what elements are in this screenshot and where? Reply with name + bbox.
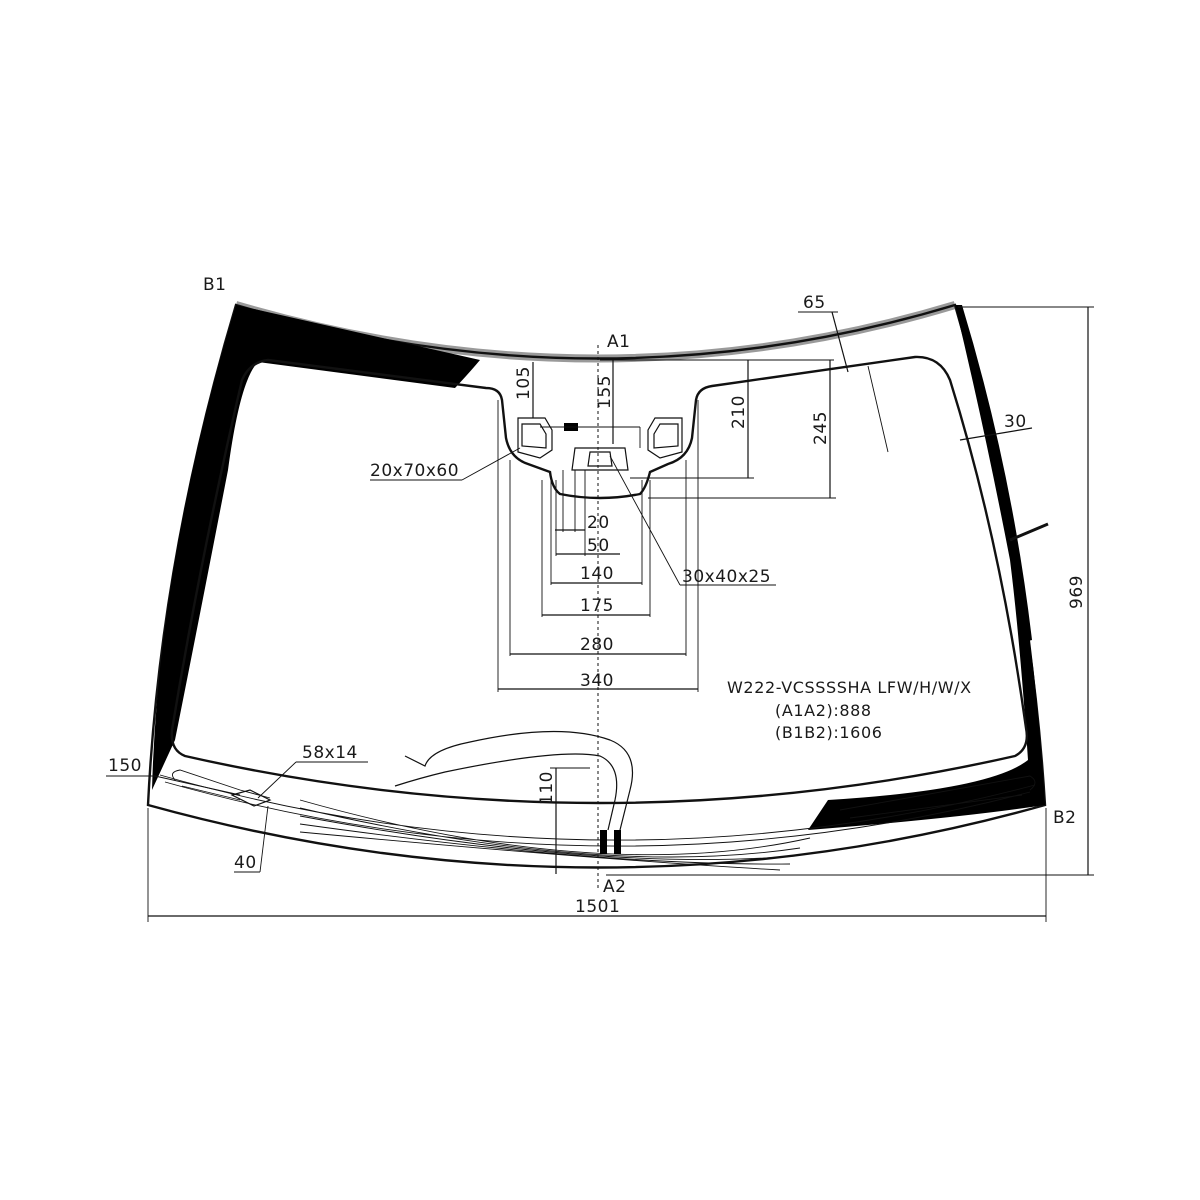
callout-bracket: 20x70x60 — [370, 461, 459, 481]
heater-lines — [159, 774, 1036, 871]
dim-1501: 1501 — [575, 897, 620, 917]
dim-50: 50 — [587, 536, 610, 556]
heater-loop-right — [839, 775, 1036, 819]
glass-outline — [146, 303, 1047, 869]
pad-block — [230, 789, 272, 807]
viewing-area-outline — [170, 355, 1029, 805]
dim-140: 140 — [580, 564, 614, 584]
dim-110: 110 — [537, 771, 557, 805]
antenna-wire — [394, 730, 634, 831]
spec-code: W222-VCSSSSHA LFW/H/W/X — [727, 678, 972, 697]
dim-20: 20 — [587, 513, 610, 533]
dim-210: 210 — [729, 395, 749, 429]
spec-a1a2: (A1A2):888 — [775, 701, 872, 720]
connector-left — [600, 830, 607, 854]
heater-loop-left — [171, 769, 271, 801]
dim-245: 245 — [811, 411, 831, 445]
dim-30: 30 — [1004, 412, 1027, 432]
dim-340: 340 — [580, 671, 614, 691]
point-b1: B1 — [203, 275, 226, 295]
frit-left — [152, 305, 480, 790]
dim-969: 969 — [1067, 575, 1087, 609]
rain-sensor-stub — [1009, 522, 1049, 542]
dim-150: 150 — [108, 756, 142, 776]
dim-65: 65 — [803, 293, 826, 313]
point-b2: B2 — [1053, 808, 1076, 828]
sensor-bracket — [517, 417, 683, 471]
connector-right — [614, 830, 621, 854]
callout-pad: 58x14 — [302, 743, 358, 763]
dim-175: 175 — [580, 596, 614, 616]
dim-40: 40 — [234, 853, 257, 873]
frit-right — [808, 305, 1045, 830]
callout-sensor: 30x40x25 — [682, 567, 771, 587]
point-a2: A2 — [603, 877, 626, 897]
point-a1: A1 — [607, 332, 630, 352]
frit-right-edge — [955, 305, 1032, 642]
dim-105: 105 — [514, 366, 534, 400]
spec-b1b2: (B1B2):1606 — [775, 723, 883, 742]
dim-155: 155 — [595, 375, 615, 409]
dim-280: 280 — [580, 635, 614, 655]
